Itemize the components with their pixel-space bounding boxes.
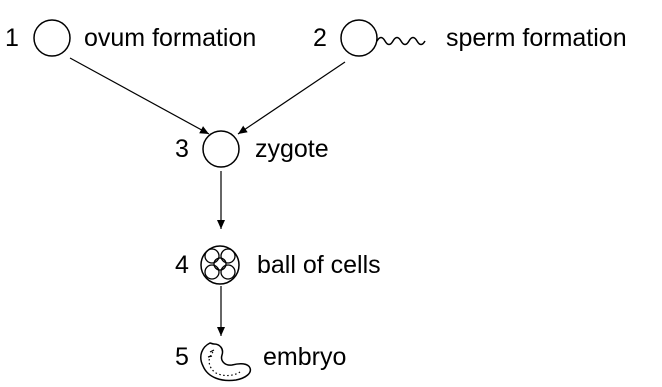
stage-3-number: 3 bbox=[175, 135, 189, 163]
stage-4-label: ball of cells bbox=[257, 251, 381, 279]
embryo-icon bbox=[200, 342, 252, 382]
ovum-icon bbox=[33, 19, 71, 57]
ball-of-cells-icon bbox=[200, 245, 240, 285]
stage-2-label: sperm formation bbox=[446, 24, 627, 52]
sperm-icon bbox=[340, 19, 426, 57]
stage-5-number: 5 bbox=[175, 343, 189, 371]
stage-1-number: 1 bbox=[5, 24, 19, 52]
stage-4-number: 4 bbox=[175, 251, 189, 279]
zygote-icon bbox=[202, 130, 240, 168]
stage-2-number: 2 bbox=[313, 24, 327, 52]
arrow-ovum-to-zygote bbox=[69, 57, 210, 135]
stage-1-label: ovum formation bbox=[84, 24, 257, 52]
arrow-sperm-to-zygote bbox=[237, 61, 346, 135]
stage-3-label: zygote bbox=[255, 135, 329, 163]
stage-5-label: embryo bbox=[263, 343, 347, 371]
